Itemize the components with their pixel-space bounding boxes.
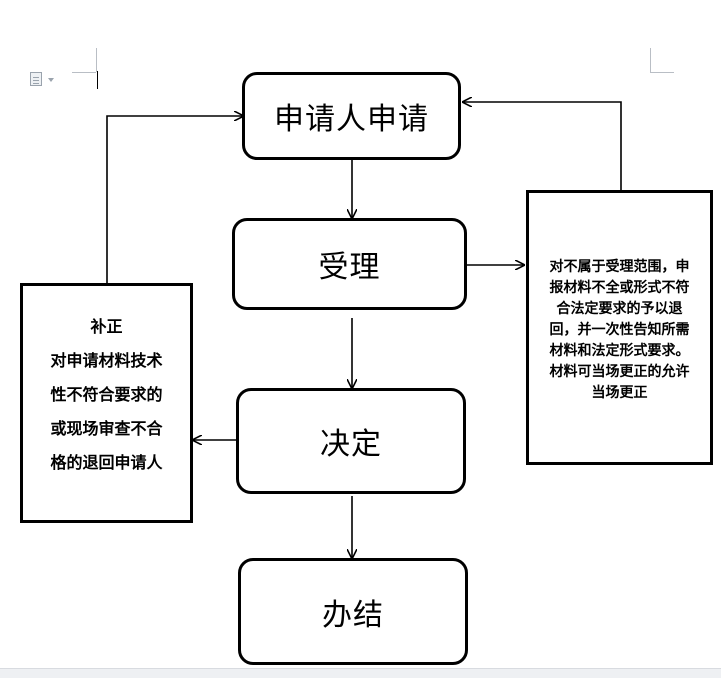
text-cursor <box>97 71 98 89</box>
rejection-note-line: 材料和法定形式要求。 <box>549 343 690 359</box>
correction-note: 补正 对申请材料技术 性不符合要求的 或现场审查不合 格的退回申请人 <box>20 283 193 523</box>
correction-note-title: 补正 <box>90 317 123 336</box>
document-icon[interactable] <box>30 72 42 86</box>
rejection-note-line: 回，并一次性告知所需 <box>549 322 690 338</box>
rejection-note-line: 材料可当场更正的允许 <box>549 364 690 380</box>
node-decide-label: 决定 <box>320 427 382 462</box>
rejection-note-line: 合法定要求的予以退 <box>556 301 683 317</box>
correction-note-line: 性不符合要求的 <box>50 385 163 404</box>
status-bar <box>0 668 721 678</box>
rejection-note: 对不属于受理范围，申 报材料不全或形式不符 合法定要求的予以退 回，并一次性告知… <box>526 190 713 465</box>
margin-corner-top-right-vertical <box>650 48 651 72</box>
chevron-down-icon[interactable] <box>48 78 54 82</box>
node-complete: 办结 <box>238 558 468 665</box>
correction-note-line: 对申请材料技术 <box>50 351 163 370</box>
correction-note-line: 或现场审查不合 <box>50 419 163 438</box>
margin-corner-top-left-vertical <box>96 48 97 72</box>
rejection-note-line: 报材料不全或形式不符 <box>549 280 690 296</box>
arrow-correction-to-apply <box>106 116 243 283</box>
margin-corner-top-right <box>650 72 674 73</box>
correction-note-line: 格的退回申请人 <box>50 453 163 472</box>
node-complete-label: 办结 <box>322 597 384 633</box>
node-accept: 受理 <box>232 218 467 310</box>
arrow-rejection-to-apply <box>463 102 622 190</box>
node-apply: 申请人申请 <box>242 72 461 160</box>
node-accept-label: 受理 <box>318 250 381 285</box>
rejection-note-line: 当场更正 <box>591 385 648 401</box>
margin-corner-top-left <box>72 72 96 73</box>
node-decide: 决定 <box>236 388 466 494</box>
rejection-note-line: 对不属于受理范围，申 <box>549 259 690 275</box>
node-apply-label: 申请人申请 <box>274 102 429 137</box>
